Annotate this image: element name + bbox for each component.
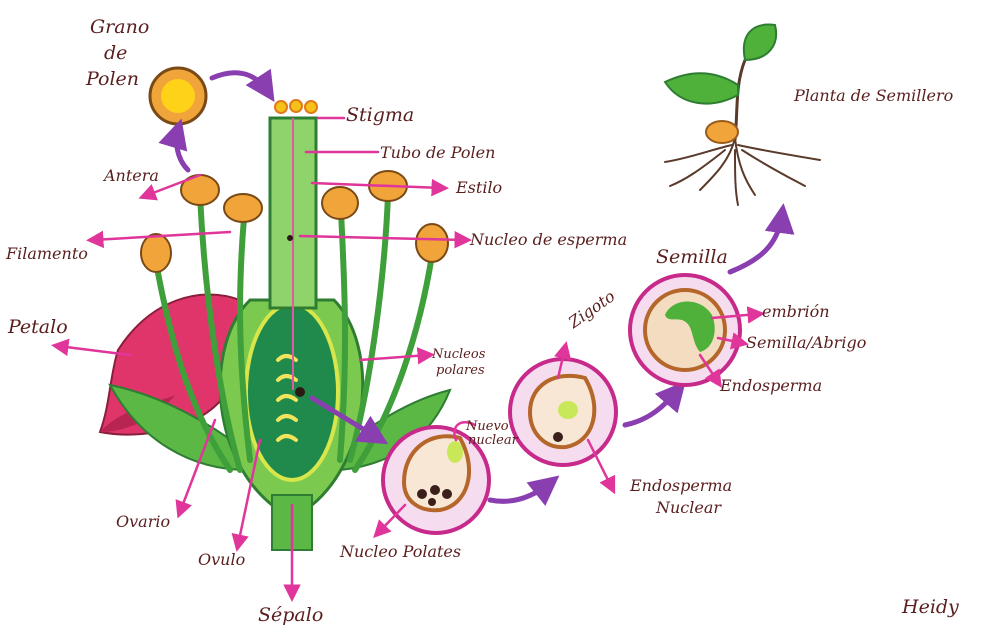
- label-nucleo-de-esperma: Nucleo de esperma: [470, 232, 627, 248]
- label-ovario: Ovario: [116, 514, 170, 530]
- arrow-anther-to-pollen: [177, 130, 188, 170]
- roots: [665, 138, 820, 205]
- development-stage-3-seed: [630, 275, 740, 385]
- label-nuevo-nuclear-2: nuclear: [468, 434, 518, 447]
- label-grano-de-polen-2: de: [104, 44, 127, 63]
- label-nuevo-nuclear-1: Nuevo: [466, 420, 509, 433]
- label-nucleos-polares-1: Nucleos: [432, 348, 485, 361]
- label-estilo: Estilo: [456, 180, 502, 196]
- label-endosperma-nuclear-1: Endosperma: [630, 478, 732, 494]
- label-stigma: Stigma: [346, 106, 414, 125]
- label-tubo-de-polen: Tubo de Polen: [380, 145, 495, 161]
- anther: [322, 187, 358, 219]
- label-antera: Antera: [104, 168, 159, 184]
- label-filamento: Filamento: [6, 246, 88, 262]
- arrow-pollen-to-stigma: [212, 73, 268, 92]
- anther: [141, 234, 171, 272]
- sperm-nucleus: [287, 235, 293, 241]
- pollen-grain-core: [161, 79, 195, 113]
- arrow-seed-to-seedling: [730, 215, 782, 272]
- signature: Heidy: [902, 598, 959, 617]
- label-semilla-abrigo: Semilla/Abrigo: [746, 335, 866, 351]
- label-nucleo-polates: Nucleo Polates: [340, 544, 461, 560]
- arrow-stage2-to-stage3: [625, 390, 678, 425]
- arrow-stage1-to-stage2: [490, 483, 550, 501]
- label-sepalo: Sépalo: [258, 606, 323, 625]
- seed: [706, 121, 738, 143]
- anther: [416, 224, 448, 262]
- label-embrion: embrión: [762, 304, 830, 320]
- stigma: [275, 100, 317, 113]
- label-grano-de-polen-1: Grano: [90, 18, 149, 37]
- ovule-dot: [295, 387, 305, 397]
- seedling: [665, 25, 820, 205]
- development-stage-2: [510, 359, 616, 465]
- label-semilla: Semilla: [656, 248, 728, 267]
- anther: [224, 194, 262, 222]
- label-petalo: Petalo: [8, 318, 68, 337]
- label-endosperma: Endosperma: [720, 378, 822, 394]
- label-nucleos-polares-2: polares: [436, 364, 485, 377]
- label-grano-de-polen-3: Polen: [86, 70, 139, 89]
- label-ovulo: Ovulo: [198, 552, 245, 568]
- label-planta-de-semillero: Planta de Semillero: [794, 88, 953, 104]
- label-endosperma-nuclear-2: Nuclear: [656, 500, 721, 516]
- leaf-left: [665, 73, 738, 103]
- leaf-top: [744, 25, 776, 60]
